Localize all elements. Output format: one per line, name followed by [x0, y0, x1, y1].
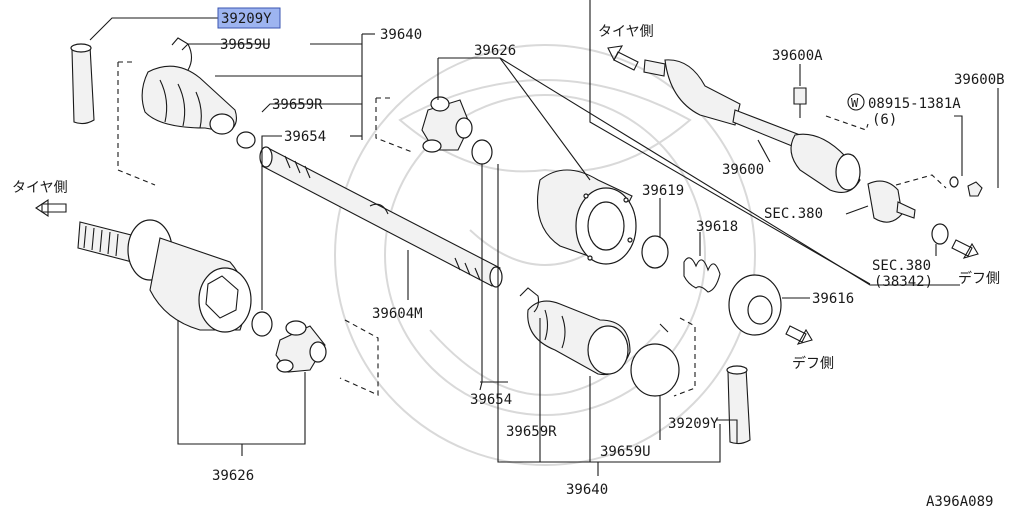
label-39618[interactable]: 39618	[696, 219, 738, 235]
snap-ring-lower[interactable]	[251, 311, 273, 337]
label-tire-side-right: タイヤ側	[598, 24, 654, 40]
label-sec380-lower-sub: (38342)	[874, 274, 933, 290]
label-39209y-top[interactable]: 39209Y	[221, 11, 272, 27]
label-washer-part[interactable]: 08915-1381A	[868, 96, 961, 112]
oil-seal-sec380-lower[interactable]	[931, 223, 949, 245]
nut-39600b[interactable]	[967, 181, 983, 197]
label-39654-bottom[interactable]: 39654	[470, 392, 512, 408]
boot-diff-side-lower[interactable]	[519, 287, 631, 376]
label-39600a[interactable]: 39600A	[772, 48, 823, 64]
inner-joint-housing[interactable]	[536, 169, 637, 265]
label-39654-top[interactable]: 39654	[284, 129, 326, 145]
flange-sec380-upper[interactable]	[867, 180, 916, 223]
label-39209y-bottom[interactable]: 39209Y	[668, 416, 719, 432]
washer-code-mark: W	[851, 96, 859, 110]
washer-callout[interactable]: W 08915-1381A (6)	[847, 93, 961, 128]
label-39600[interactable]: 39600	[722, 162, 764, 178]
boot-band-tool-left[interactable]	[70, 43, 95, 125]
outer-joint-housing[interactable]	[77, 219, 252, 333]
label-sec380-upper[interactable]: SEC.380	[764, 206, 823, 222]
label-39640-bottom[interactable]: 39640	[566, 482, 608, 498]
boot-band-39659u-lower[interactable]	[630, 323, 680, 397]
plug-39616[interactable]	[728, 274, 782, 336]
label-39626-bottom[interactable]: 39626	[212, 468, 254, 484]
spring-39618[interactable]	[683, 257, 721, 293]
label-39619[interactable]: 39619	[642, 183, 684, 199]
shaft-assembly-39600[interactable]	[643, 59, 861, 193]
label-39640-top[interactable]: 39640	[380, 27, 422, 43]
label-diff-side-lower: デフ側	[792, 355, 834, 372]
boot-band-tool-right[interactable]	[726, 365, 751, 445]
arrow-diff-side-right	[951, 239, 979, 259]
label-sec380-lower[interactable]: SEC.380	[872, 258, 931, 274]
snap-ring-upper-center[interactable]	[471, 139, 493, 165]
bolt-39600a[interactable]	[793, 87, 807, 118]
washer-08915[interactable]	[949, 176, 959, 188]
tripod-joint-39626-lower[interactable]	[275, 320, 327, 373]
selected-part-highlight	[217, 7, 281, 29]
leader-lines	[89, 0, 999, 476]
label-39659r-bottom[interactable]: 39659R	[506, 424, 557, 440]
shaft-39604m[interactable]	[259, 146, 503, 288]
arrow-tire-side-right	[607, 45, 639, 71]
boot-band-39659r-upper[interactable]	[236, 131, 256, 149]
label-39616[interactable]: 39616	[812, 291, 854, 307]
label-39626-top[interactable]: 39626	[474, 43, 516, 59]
arrow-diff-side-lower	[785, 325, 813, 345]
label-39659u-top[interactable]: 39659U	[220, 37, 271, 53]
label-39659r-top[interactable]: 39659R	[272, 97, 323, 113]
label-39659u-bottom[interactable]: 39659U	[600, 444, 651, 460]
ring-39619[interactable]	[641, 235, 669, 269]
label-tire-side-left: タイヤ側	[12, 180, 68, 196]
boot-tire-side-upper[interactable]	[141, 37, 237, 135]
label-washer-qty: (6)	[872, 112, 897, 128]
arrow-tire-side-left	[35, 198, 67, 218]
label-39600b[interactable]: 39600B	[954, 72, 1005, 88]
figure-code: A396A089	[926, 494, 993, 510]
tripod-joint-39626-upper[interactable]	[421, 96, 473, 153]
label-diff-side-right: デフ側	[958, 270, 1000, 287]
label-39604m[interactable]: 39604M	[372, 306, 423, 322]
